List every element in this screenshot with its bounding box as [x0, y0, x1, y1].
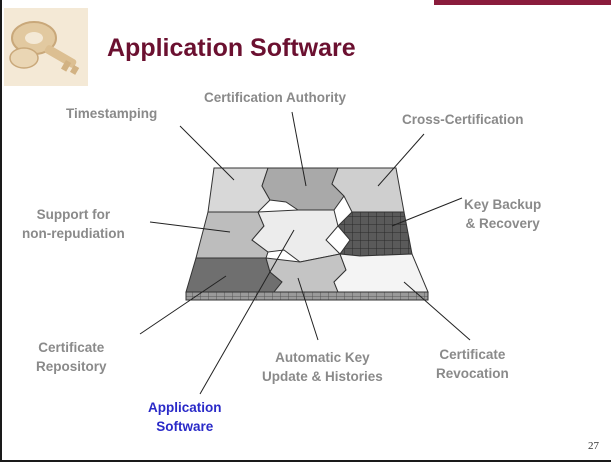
pointer-cert-repo — [139, 275, 227, 335]
label-support-non-repudiation: Support for non-repudiation — [22, 207, 125, 241]
puzzle-piece-cross-cert — [331, 167, 405, 213]
keys-icon — [4, 8, 88, 86]
pointer-key-backup — [391, 197, 463, 227]
slide-title: Application Software — [107, 34, 356, 62]
pointer-cross-cert — [377, 133, 425, 187]
label-certification-authority: Certification Authority — [204, 90, 347, 105]
page-number: 27 — [588, 440, 599, 452]
label-application-software: Application Software — [148, 400, 222, 434]
label-cross-certification: Cross-Certification — [402, 112, 524, 127]
label-certificate-repository: Certificate Repository — [36, 340, 107, 374]
pointer-app-software — [199, 229, 295, 395]
puzzle-piece-key-backup — [337, 211, 413, 257]
board-edge — [185, 291, 429, 301]
pointer-ca — [291, 111, 307, 187]
pointer-auto-key — [297, 277, 319, 341]
puzzle-piece-ca — [261, 167, 345, 211]
pointer-support — [149, 221, 231, 233]
puzzle-piece-timestamping — [207, 167, 271, 213]
puzzle-piece-cert-revocation — [333, 253, 429, 293]
pointer-timestamping — [179, 125, 235, 181]
label-certificate-revocation: Certificate Revocation — [436, 347, 509, 381]
accent-line — [434, 0, 611, 5]
label-key-backup-recovery: Key Backup & Recovery — [464, 197, 542, 231]
label-timestamping: Timestamping — [66, 106, 158, 121]
label-automatic-key-update: Automatic Key Update & Histories — [262, 350, 383, 384]
pointer-cert-revocation — [403, 281, 471, 341]
